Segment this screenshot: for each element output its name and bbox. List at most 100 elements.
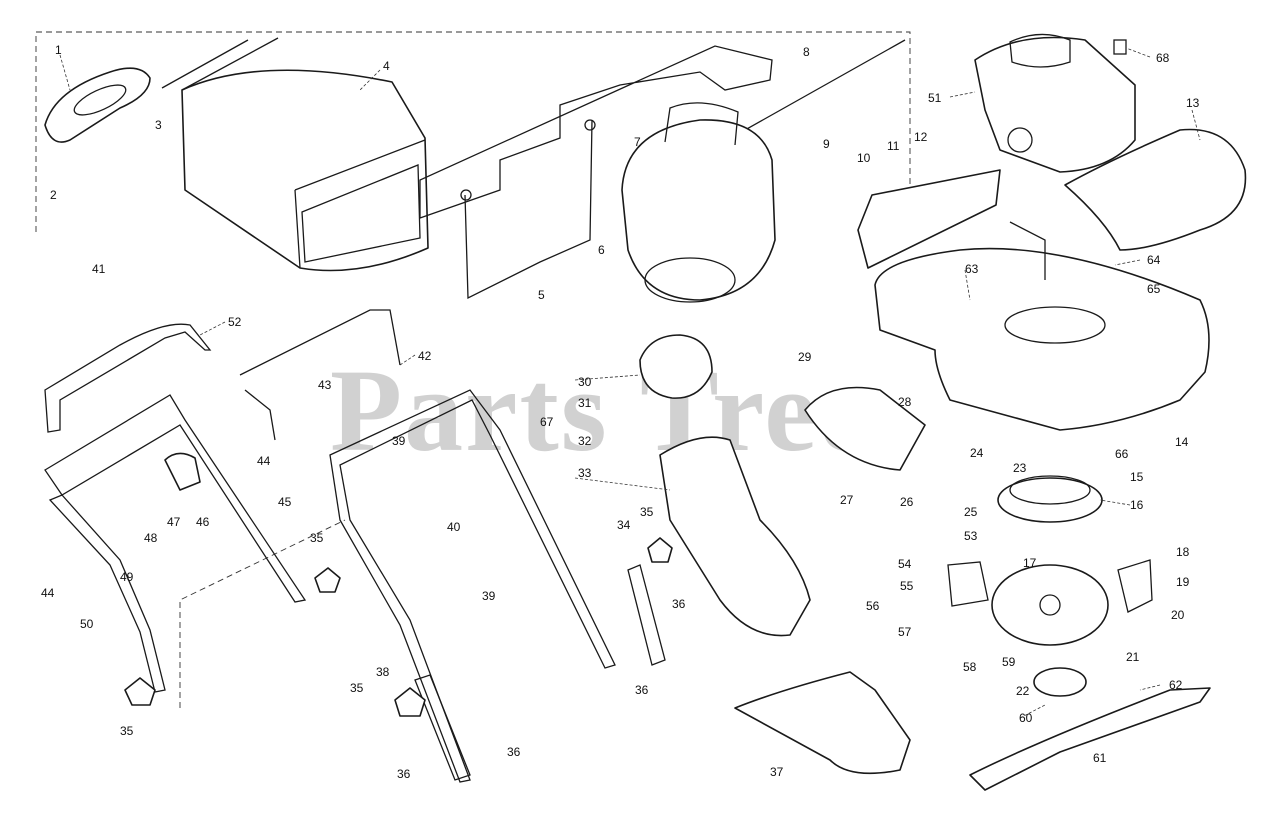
watermark: Parts Tree [330,345,871,476]
callout-22: 22 [1016,684,1030,698]
grass-bag [181,37,429,272]
handle-bracket-right [627,564,666,666]
callout-61: 61 [1093,751,1107,765]
handle-assembly-frame [179,519,346,708]
callout-28: 28 [898,395,912,409]
callout-37: 37 [770,765,784,779]
callout-35-b: 35 [640,505,654,519]
mower-blade [969,687,1211,791]
callout-39-a: 39 [392,434,406,448]
callout-50: 50 [80,617,94,631]
watermark-parts: Parts [330,345,609,476]
engine-cap [1113,39,1127,55]
callout-5: 5 [538,288,545,302]
callout-51: 51 [928,91,942,105]
callout-17: 17 [1023,556,1037,570]
callout-46: 46 [196,515,210,529]
callout-34: 34 [617,518,631,532]
knob-35-a [124,677,156,706]
callout-57: 57 [898,625,912,639]
leader-lines [59,47,1201,719]
callout-24: 24 [970,446,984,460]
drive-pulley-ring [997,475,1103,523]
callout-55: 55 [900,579,914,593]
callout-1: 1 [55,43,62,57]
callout-65: 65 [1147,282,1161,296]
mower-deck [874,221,1210,431]
callout-45: 45 [278,495,292,509]
callout-18: 18 [1176,545,1190,559]
callout-38: 38 [376,665,390,679]
callout-58: 58 [963,660,977,674]
callout-60: 60 [1019,711,1033,725]
callout-63: 63 [965,262,979,276]
callout-36-d: 36 [397,767,411,781]
callout-23: 23 [1013,461,1027,475]
bag-frame [460,119,596,300]
callout-21: 21 [1126,650,1140,664]
callout-36-a: 36 [672,597,686,611]
callout-9: 9 [823,137,830,151]
handle-bracket-left [414,674,471,781]
callout-33: 33 [578,466,592,480]
callout-7: 7 [634,135,641,149]
callout-68: 68 [1156,51,1170,65]
callout-3: 3 [155,118,162,132]
lower-handle-frame [329,389,616,783]
control-bail [239,309,401,441]
knob-35-b [314,567,341,593]
side-discharge-chute [1064,128,1247,251]
engine [974,33,1136,173]
front-baffle [734,671,911,775]
blade-hub [1033,667,1087,697]
callout-56: 56 [866,599,880,613]
callout-14: 14 [1175,435,1189,449]
callout-25: 25 [964,505,978,519]
callout-32: 32 [578,434,592,448]
callout-42: 42 [418,349,432,363]
callout-13: 13 [1186,96,1200,110]
callout-15: 15 [1130,470,1144,484]
callout-48: 48 [144,531,158,545]
callout-31: 31 [578,396,592,410]
callout-12: 12 [914,130,928,144]
callout-16: 16 [1130,498,1144,512]
callout-44-a: 44 [257,454,271,468]
callout-54: 54 [898,557,912,571]
callout-19: 19 [1176,575,1190,589]
throttle-control [164,452,201,491]
callout-59: 59 [1002,655,1016,669]
callout-20: 20 [1171,608,1185,622]
rear-discharge-door [621,102,776,303]
callout-53: 53 [964,529,978,543]
hinge-rod [744,39,906,131]
cable-bracket [947,561,989,607]
callout-49: 49 [120,570,134,584]
callout-30: 30 [578,375,592,389]
mulch-plug-dome [639,334,713,399]
blade-adapter [991,564,1109,646]
callout-35-d: 35 [120,724,134,738]
blade-brake-bracket [1117,559,1153,613]
callout-62: 62 [1169,678,1183,692]
callout-10: 10 [857,151,871,165]
callout-labels: 1 2 3 4 5 6 7 8 9 10 11 12 13 14 15 16 1… [41,43,1200,781]
callout-26: 26 [900,495,914,509]
callout-4: 4 [383,59,390,73]
callout-35-c: 35 [350,681,364,695]
callout-27: 27 [840,493,854,507]
callout-64: 64 [1147,253,1161,267]
rear-flap-assembly [857,169,1001,269]
callout-66: 66 [1115,447,1129,461]
callout-11: 11 [887,139,900,153]
upper-handle [44,323,307,603]
callout-41: 41 [92,262,106,276]
callout-36-c: 36 [507,745,521,759]
handle-lower-left [48,494,166,693]
callout-36-b: 36 [635,683,649,697]
callout-40: 40 [447,520,461,534]
bag-handle-grip [44,67,151,143]
deflector-shield [804,386,926,471]
knob-35-c [647,537,673,563]
